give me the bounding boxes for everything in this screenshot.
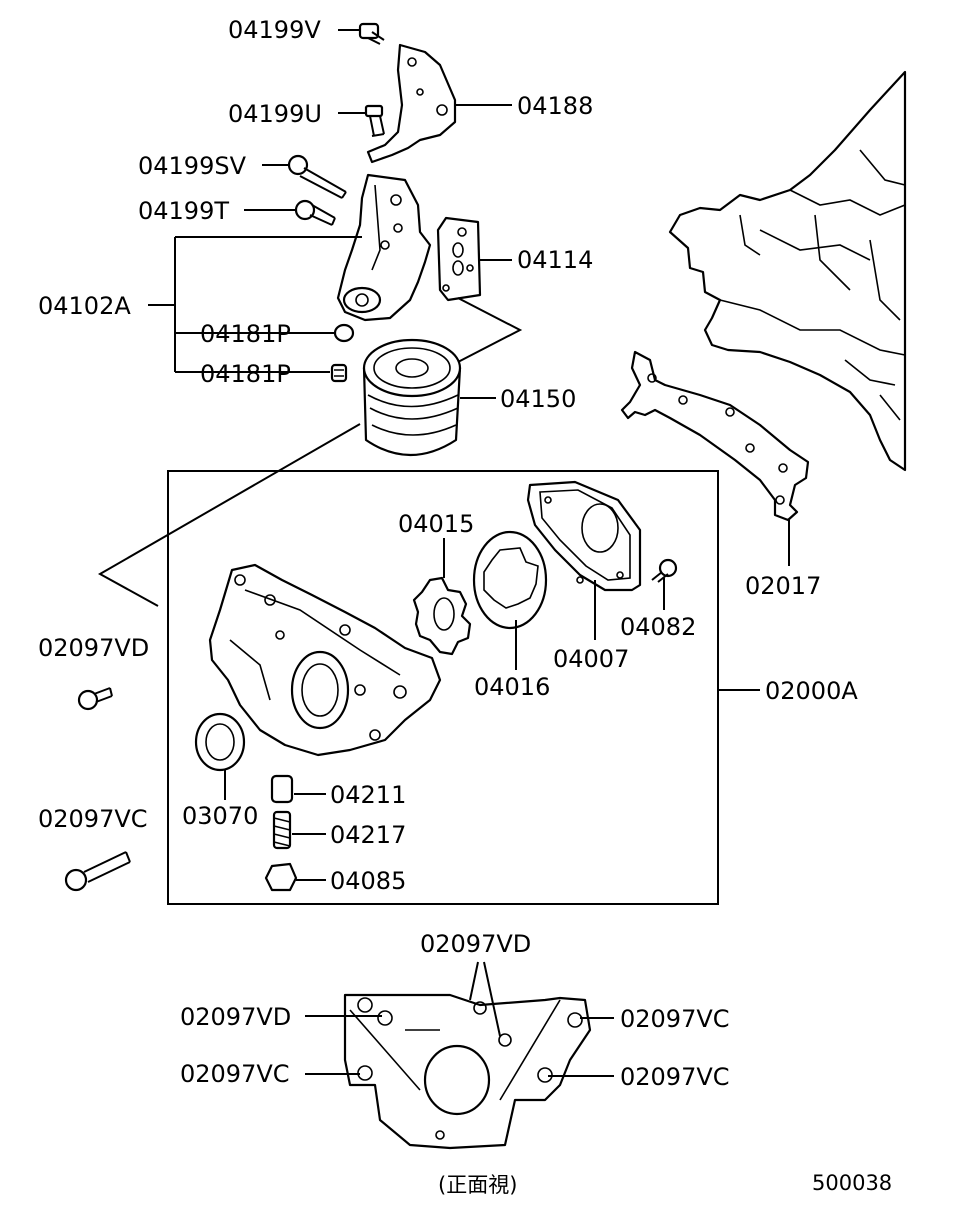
bolt-02097VD xyxy=(77,687,113,711)
label-02097VD-left: 02097VD xyxy=(38,634,149,662)
label-front-02097VD-left: 02097VD xyxy=(180,1003,291,1031)
label-04199V: 04199V xyxy=(228,16,321,44)
diagram-id: 500038 xyxy=(812,1171,892,1195)
label-02097VC-left: 02097VC xyxy=(38,805,148,833)
leader-lines xyxy=(97,29,790,1077)
label-04188: 04188 xyxy=(517,92,593,120)
bolt-04199V xyxy=(358,22,385,45)
label-04085: 04085 xyxy=(330,867,406,895)
label-front-02097VC-left: 02097VC xyxy=(180,1060,290,1088)
label-04181P-lower: 04181P xyxy=(200,360,291,388)
engine-block-drawing xyxy=(668,70,907,472)
label-front-02097VD-top: 02097VD xyxy=(420,930,531,958)
gasket-02017 xyxy=(620,350,810,522)
label-04007: 04007 xyxy=(553,645,629,673)
label-front-02097VC-right-bottom: 02097VC xyxy=(620,1063,730,1091)
pump-cover-04007 xyxy=(526,480,642,592)
label-04114: 04114 xyxy=(517,246,593,274)
outer-rotor-04016 xyxy=(472,530,548,630)
plug-04181P-upper xyxy=(333,323,355,343)
inner-rotor-04015 xyxy=(412,576,472,656)
label-04199U: 04199U xyxy=(228,100,322,128)
view-caption: (正面視) xyxy=(438,1173,517,1197)
label-04150: 04150 xyxy=(500,385,576,413)
gasket-04114 xyxy=(436,216,482,302)
front-view-pump-drawing xyxy=(343,993,592,1150)
label-03070: 03070 xyxy=(182,802,258,830)
label-04199T: 04199T xyxy=(138,197,229,225)
plug-04181P-lower xyxy=(330,363,348,383)
bolt-02097VC xyxy=(64,851,131,892)
label-04082: 04082 xyxy=(620,613,696,641)
label-04211: 04211 xyxy=(330,781,406,809)
oil-filter-04150 xyxy=(362,338,462,456)
label-04015: 04015 xyxy=(398,510,474,538)
label-04016: 04016 xyxy=(474,673,550,701)
bolt-04199SV xyxy=(287,154,347,199)
bracket-04188 xyxy=(366,43,457,164)
label-front-02097VC-right-top: 02097VC xyxy=(620,1005,730,1033)
pump-case-02000A xyxy=(208,563,442,757)
pump-assembly-box xyxy=(167,470,719,905)
bolt-04199U xyxy=(364,104,385,137)
spring-04217 xyxy=(272,810,292,850)
oil-seal-03070 xyxy=(194,712,246,772)
label-04181P-upper: 04181P xyxy=(200,320,291,348)
label-04217: 04217 xyxy=(330,821,406,849)
label-02000A: 02000A xyxy=(765,677,858,705)
plunger-04211 xyxy=(270,774,294,804)
label-04102A: 04102A xyxy=(38,292,131,320)
label-04199SV: 04199SV xyxy=(138,152,247,180)
plug-04085 xyxy=(264,862,298,892)
filter-bracket-04102A xyxy=(336,173,432,322)
label-02017: 02017 xyxy=(745,572,821,600)
bolt-04199T xyxy=(294,199,336,226)
